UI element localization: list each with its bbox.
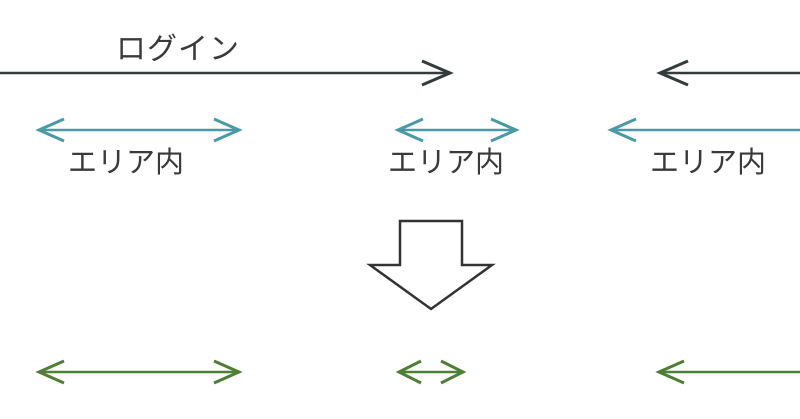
login-arrow-left <box>0 59 454 87</box>
result-arrow-2 <box>395 359 467 385</box>
area-arrow-1 <box>35 117 243 143</box>
area-arrow-3 <box>607 117 800 143</box>
area-label-3: エリア内 <box>650 145 767 179</box>
login-label: ログイン <box>116 32 240 67</box>
area-arrow-2 <box>394 117 520 143</box>
area-label-1: エリア内 <box>68 145 185 179</box>
area-label-2: エリア内 <box>388 145 505 179</box>
result-arrow-1 <box>35 359 243 385</box>
result-arrow-3 <box>655 359 800 385</box>
login-arrow-right <box>656 59 800 87</box>
down-block-arrow-icon <box>366 219 496 311</box>
